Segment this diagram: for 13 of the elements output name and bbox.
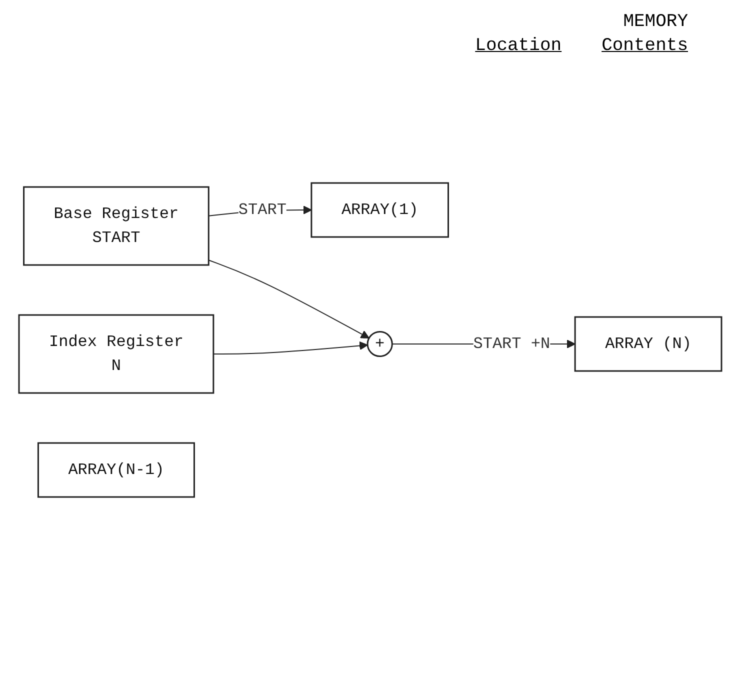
memory-heading: MEMORY	[622, 12, 688, 32]
column-header: Contents	[602, 36, 688, 56]
edge-label: START	[238, 201, 286, 219]
node-box: ARRAY (N)	[574, 316, 722, 372]
arrow	[208, 260, 370, 338]
column-header: Location	[475, 36, 562, 56]
node-box: ARRAY(N-1)	[37, 442, 195, 498]
node-circle: +	[366, 330, 393, 358]
node-box: ARRAY(1)	[310, 182, 449, 238]
arrow	[212, 341, 368, 354]
node-box: Base Register START	[22, 186, 210, 266]
edge-label: START +N	[473, 335, 550, 353]
node-box: Index Register N	[18, 314, 214, 394]
